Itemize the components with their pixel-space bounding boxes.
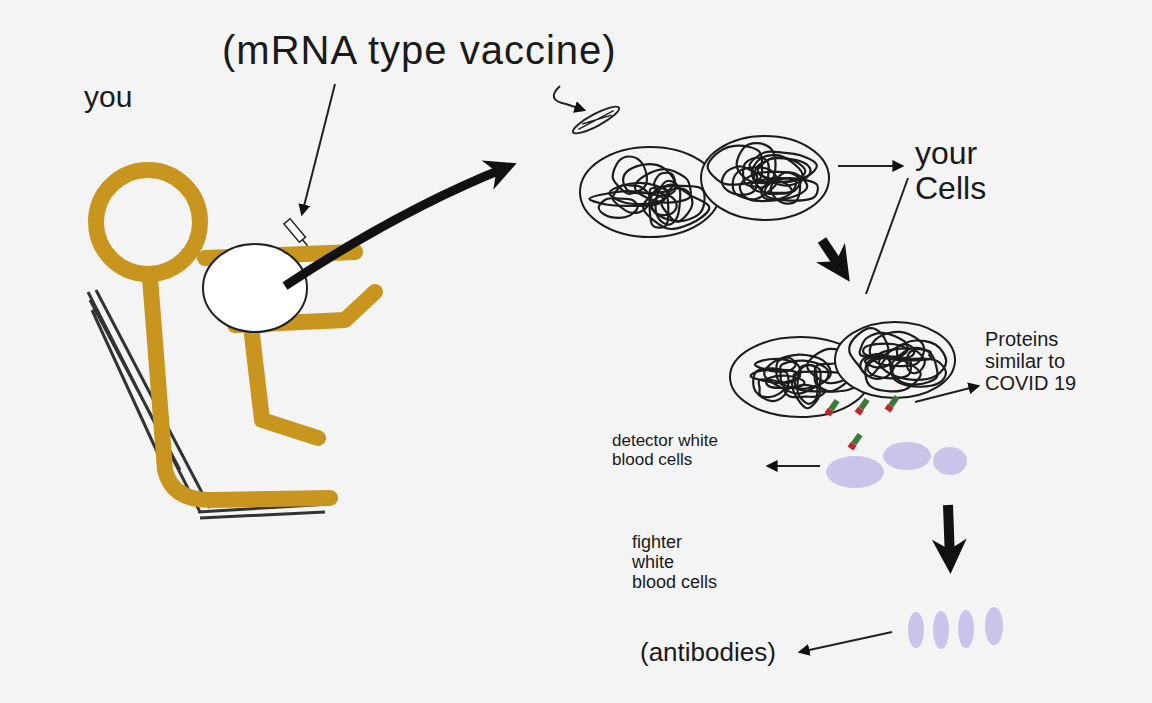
vaccine-hatch <box>577 108 615 132</box>
cell-scribble <box>892 359 946 387</box>
cell-scribble <box>650 186 705 222</box>
cell-scribble <box>753 368 788 401</box>
cell-scribble <box>623 164 674 193</box>
cell-scribble <box>860 354 892 379</box>
protein-tip <box>848 442 857 451</box>
leader-line <box>838 165 902 167</box>
detector-cell <box>883 442 931 470</box>
cell-scribble <box>755 359 796 372</box>
protein-tip <box>825 408 834 417</box>
leader-line <box>768 465 820 467</box>
leader-line <box>302 84 335 214</box>
cell-scribble <box>613 185 651 213</box>
person-figure <box>96 170 375 500</box>
protein <box>848 433 863 451</box>
protein-tip <box>885 404 894 413</box>
cell-scribble <box>907 351 925 374</box>
protein <box>825 399 840 417</box>
protein <box>885 395 900 413</box>
big-arrow <box>285 168 505 286</box>
big-arrow <box>948 505 950 560</box>
detector-cells <box>826 442 967 488</box>
person-leg <box>252 335 318 438</box>
leader-line <box>800 632 892 652</box>
vaccine-outline <box>570 102 622 137</box>
cell <box>580 147 720 237</box>
vaccine-particle <box>570 102 622 137</box>
cell-scribble <box>740 172 807 201</box>
protein <box>855 398 870 416</box>
cell-outline <box>701 136 829 220</box>
vaccine-label: (mRNA type vaccine) <box>222 28 617 72</box>
leader-line <box>554 86 584 110</box>
cell-scribble <box>754 158 805 183</box>
cell-scribble <box>879 341 946 380</box>
cell <box>835 322 955 398</box>
protein-label: Proteins similar to COVID 19 <box>985 328 1115 394</box>
fighter-cell <box>933 611 949 649</box>
cell-scribble <box>613 156 647 193</box>
cell <box>701 136 829 220</box>
person-label: you <box>84 80 132 113</box>
antibodies-label: (antibodies) <box>640 638 776 667</box>
protein-tip <box>855 407 864 416</box>
cell-scribble <box>797 365 817 404</box>
fighter-cell <box>985 607 1003 645</box>
detector-label: detector white blood cells <box>612 432 724 469</box>
proteins-group <box>825 395 900 451</box>
fighter-cells <box>908 607 1003 649</box>
detector-cell <box>933 447 967 475</box>
syringe-body <box>284 219 306 243</box>
leader-line <box>915 386 978 402</box>
fighter-cell <box>908 612 924 648</box>
fighter-label: fighter white blood cells <box>632 533 722 592</box>
syringe <box>284 219 311 249</box>
cell-outline <box>580 147 720 237</box>
bracket-line <box>866 178 908 294</box>
cell-scribble <box>643 185 709 229</box>
big-arrow <box>822 240 842 270</box>
syringe-needle <box>302 240 307 246</box>
detector-cell <box>826 456 884 488</box>
cell-outline <box>835 322 955 398</box>
cells-group <box>580 136 955 417</box>
cells-label: your Cells <box>915 136 1025 206</box>
arm-injection-site <box>203 244 307 332</box>
fighter-cell <box>958 610 974 648</box>
person-head <box>96 170 200 274</box>
